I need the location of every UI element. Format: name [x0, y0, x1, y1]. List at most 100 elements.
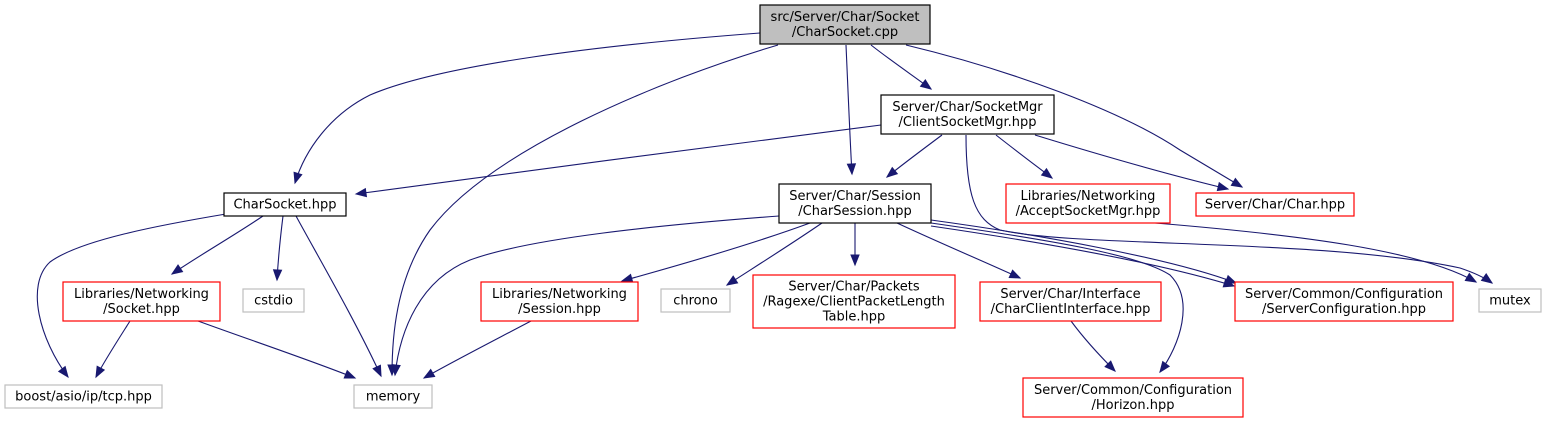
edge-charsocket_cpp-to-charsocket_hpp	[294, 32, 761, 184]
edge-arrowhead	[391, 364, 401, 377]
node-label-line: Server/Char/Packets	[788, 280, 920, 295]
node-char_hpp[interactable]: Server/Char/Char.hpp	[1195, 192, 1355, 217]
node-label-line: Server/Char/Interface	[1000, 287, 1140, 302]
node-charclientinterface[interactable]: Server/Char/Interface/CharClientInterfac…	[979, 281, 1162, 322]
node-label-line: boost/asio/ip/tcp.hpp	[15, 390, 152, 405]
node-charsession[interactable]: Server/Char/Session/CharSession.hpp	[778, 183, 932, 224]
node-box	[480, 281, 639, 322]
edge-arrowhead	[850, 254, 860, 267]
node-label-line: Server/Char/SocketMgr	[892, 100, 1043, 115]
edge-charsocket_cpp-to-clientsocketmgr	[870, 44, 932, 90]
node-tcp_hpp: boost/asio/ip/tcp.hpp	[4, 384, 163, 409]
node-label-line: memory	[366, 390, 421, 405]
edge-arrowhead	[885, 166, 899, 178]
edge-clientsocketmgr-to-acceptsocketmgr	[995, 134, 1053, 179]
node-label-line: chrono	[673, 294, 718, 309]
edge-arrowhead	[57, 365, 69, 379]
node-socket_hpp[interactable]: Libraries/Networking/Socket.hpp	[62, 281, 221, 322]
edge-charsession-to-horizon_hpp	[930, 222, 1184, 373]
node-label-line: Server/Common/Configuration	[1034, 383, 1232, 398]
edge-charsession-to-serverconfiguration-2	[930, 225, 1235, 287]
node-label-line: /CharSession.hpp	[798, 204, 911, 219]
edge-arrowhead	[1008, 269, 1022, 279]
node-mutex: mutex	[1478, 288, 1542, 313]
node-label-line: /Horizon.hpp	[1092, 398, 1175, 413]
edge-arrowhead	[1222, 278, 1236, 288]
node-horizon_hpp[interactable]: Server/Common/Configuration/Horizon.hpp	[1022, 377, 1244, 418]
edge-socket_hpp-to-memory	[197, 320, 356, 379]
edge-arrowhead	[272, 269, 283, 282]
node-label-line: /ServerConfiguration.hpp	[1262, 302, 1426, 317]
node-label-line: Libraries/Networking	[1021, 189, 1156, 204]
node-box	[353, 384, 433, 409]
node-chrono: chrono	[660, 288, 731, 313]
node-acceptsocketmgr[interactable]: Libraries/Networking/AcceptSocketMgr.hpp	[1005, 183, 1171, 224]
edge-arrowhead	[1104, 360, 1116, 372]
node-label-line: Libraries/Networking	[492, 287, 627, 302]
edge-charsocket_cpp-to-char_hpp	[905, 44, 1243, 188]
node-box	[1234, 281, 1454, 322]
node-label-line: src/Server/Char/Socket	[771, 10, 920, 25]
node-box	[62, 281, 221, 322]
node-box	[4, 384, 163, 409]
node-label-line: Server/Char/Session	[789, 189, 921, 204]
edge-arrowhead	[1040, 167, 1054, 179]
node-label-line: /CharSocket.cpp	[792, 25, 898, 40]
node-label-line: /Ragexe/ClientPacketLength	[763, 295, 945, 310]
node-box	[778, 183, 932, 224]
node-box	[1195, 192, 1355, 217]
node-label-line: /ClientSocketMgr.hpp	[898, 115, 1036, 130]
node-session_hpp[interactable]: Libraries/Networking/Session.hpp	[480, 281, 639, 322]
node-label-line: /Socket.hpp	[103, 302, 180, 317]
node-box	[880, 94, 1055, 135]
edge-charsocket_hpp-to-tcp_hpp	[36, 213, 227, 378]
edge-clientsocketmgr-to-char_hpp	[1034, 134, 1229, 190]
node-box	[660, 288, 731, 313]
node-box	[1005, 183, 1171, 224]
node-label-line: Table.hpp	[822, 310, 886, 325]
node-charsocket_hpp[interactable]: CharSocket.hpp	[223, 192, 347, 217]
edge-arrowhead	[1464, 272, 1478, 283]
node-label-line: cstdio	[254, 294, 293, 309]
node-label-line: Libraries/Networking	[74, 287, 209, 302]
edge-arrowhead	[1216, 181, 1230, 192]
edge-clientsocketmgr-to-mutex	[965, 134, 1493, 284]
edge-acceptsocketmgr-to-mutex	[1154, 222, 1477, 283]
edge-charsocket_hpp-to-memory	[295, 215, 382, 377]
edge-arrowhead	[343, 369, 357, 379]
node-charsocket_cpp: src/Server/Char/Socket/CharSocket.cpp	[759, 4, 931, 45]
node-memory: memory	[353, 384, 433, 409]
node-box	[752, 274, 956, 329]
edge-arrowhead	[919, 78, 933, 90]
edge-arrowhead	[1480, 273, 1494, 284]
edge-arrowhead	[95, 365, 106, 379]
edge-charsession-to-memory	[394, 215, 780, 376]
edge-arrowhead	[422, 368, 436, 379]
edges-layer	[36, 32, 1494, 379]
node-box	[1022, 377, 1244, 418]
edge-charsocket_hpp-to-socket_hpp	[171, 215, 264, 275]
edge-charsession-to-serverconfiguration	[930, 219, 1237, 284]
node-label-line: mutex	[1489, 294, 1531, 309]
edge-arrowhead	[620, 273, 634, 283]
node-label-line: /Session.hpp	[518, 302, 601, 317]
node-clientsocketmgr[interactable]: Server/Char/SocketMgr/ClientSocketMgr.hp…	[880, 94, 1055, 135]
edge-arrowhead	[1230, 177, 1244, 188]
node-clientpacketlength[interactable]: Server/Char/Packets/Ragexe/ClientPacketL…	[752, 274, 956, 329]
edge-arrowhead	[354, 187, 368, 198]
edge-charsession-to-session_hpp	[621, 222, 811, 282]
edge-charsession-to-charclientinterface	[896, 222, 1021, 279]
node-label-line: CharSocket.hpp	[233, 198, 336, 213]
edge-arrowhead	[170, 264, 184, 275]
node-box	[979, 281, 1162, 322]
node-label-line: Server/Char/Char.hpp	[1205, 198, 1345, 213]
edge-arrowhead	[725, 275, 739, 286]
node-label-line: /CharClientInterface.hpp	[991, 302, 1151, 317]
node-box	[242, 288, 305, 313]
node-box	[1478, 288, 1542, 313]
edge-arrowhead	[372, 364, 382, 378]
edge-clientsocketmgr-to-charsocket_hpp	[355, 124, 882, 195]
node-serverconfiguration[interactable]: Server/Common/Configuration/ServerConfig…	[1234, 281, 1454, 322]
node-label-line: /AcceptSocketMgr.hpp	[1016, 204, 1161, 219]
